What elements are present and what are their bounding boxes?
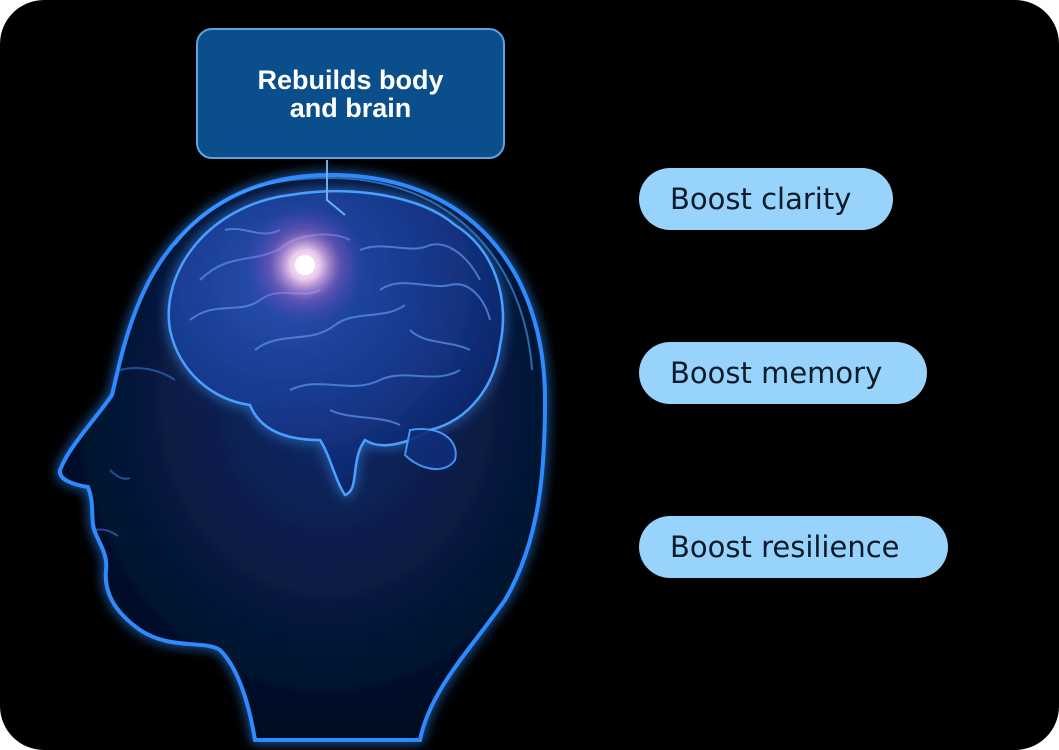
benefit-pill-memory: Boost memory bbox=[639, 342, 927, 404]
rebuilds-callout: Rebuilds body and brain bbox=[196, 28, 505, 159]
benefit-pill-clarity: Boost clarity bbox=[639, 168, 893, 230]
callout-connector bbox=[326, 160, 346, 216]
benefit-label: Boost clarity bbox=[670, 182, 852, 216]
benefit-label: Boost resilience bbox=[670, 530, 900, 564]
callout-text: Rebuilds body and brain bbox=[257, 64, 444, 123]
benefit-pill-resilience: Boost resilience bbox=[639, 516, 948, 578]
benefit-label: Boost memory bbox=[670, 356, 883, 390]
